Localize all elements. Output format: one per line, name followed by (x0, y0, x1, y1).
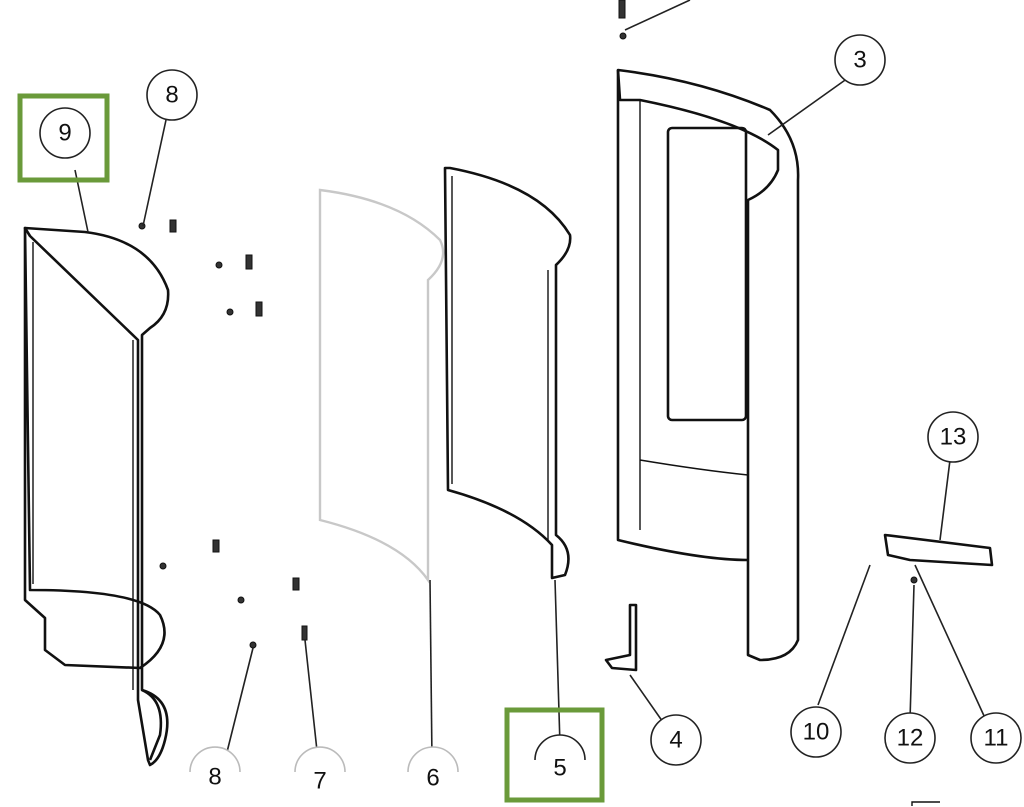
callout-5-label: 5 (553, 755, 566, 782)
callout-9: 9 (39, 107, 91, 159)
highlight-box-9 (17, 93, 110, 183)
callout-7: 7 (294, 746, 346, 795)
callout-5: 5 (534, 734, 586, 782)
part-9-frame (23, 226, 170, 767)
callout-8-top-label: 8 (165, 82, 178, 109)
highlight-box-5 (504, 707, 605, 803)
part-4-hinge (604, 603, 638, 672)
part-3-door (616, 68, 800, 662)
part-13-handle (883, 533, 994, 567)
fasteners (138, 0, 918, 649)
callout-11: 11 (970, 712, 1022, 764)
leader-lines (74, 0, 986, 761)
callout-6: 6 (407, 746, 459, 792)
callout-10: 10 (790, 706, 842, 758)
callout-12: 12 (884, 712, 936, 764)
part-6-glass (318, 188, 445, 584)
callout-4-label: 4 (669, 727, 682, 754)
callout-8-bottom-label: 8 (208, 764, 221, 791)
callout-9-label: 9 (58, 120, 71, 147)
callout-8-bottom: 8 (189, 746, 241, 791)
callout-3-label: 3 (853, 47, 866, 74)
callout-3: 3 (834, 34, 886, 86)
callout-4: 4 (650, 714, 702, 766)
callout-8-top: 8 (146, 69, 198, 121)
callout-13: 13 (927, 411, 979, 463)
callout-11-label: 11 (984, 725, 1009, 752)
callout-13-label: 13 (940, 424, 967, 451)
corner-marker (911, 801, 940, 806)
callout-7-label: 7 (313, 768, 326, 795)
callout-10-label: 10 (803, 719, 830, 746)
part-5-gasket (443, 166, 572, 580)
callout-6-label: 6 (426, 765, 439, 792)
callout-12-label: 12 (897, 725, 924, 752)
